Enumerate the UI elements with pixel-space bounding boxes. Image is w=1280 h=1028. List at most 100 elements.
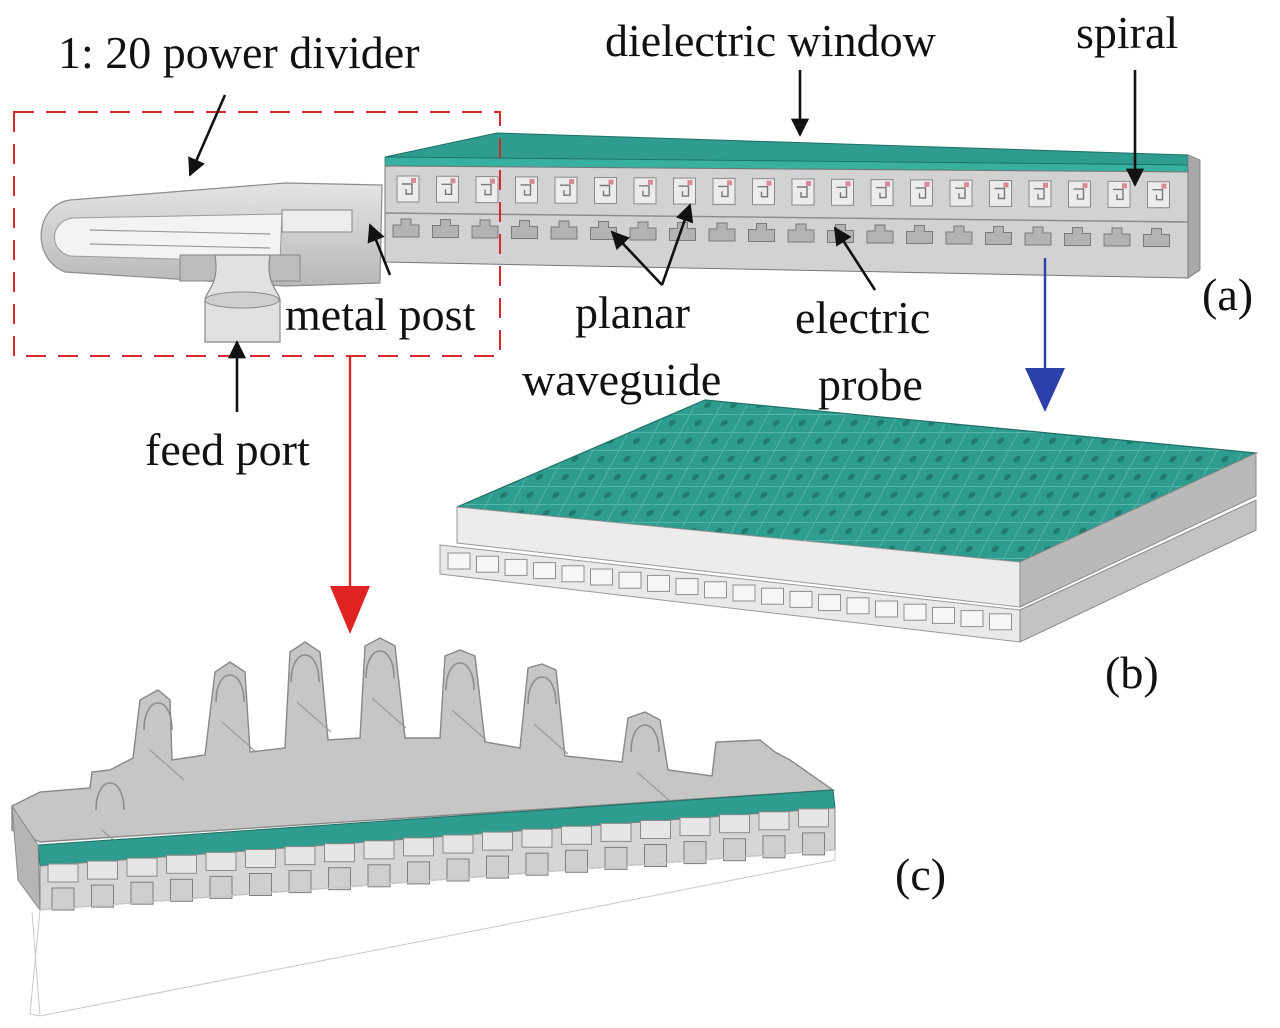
probe-element bbox=[392, 218, 420, 238]
detail-cell bbox=[640, 820, 671, 839]
branch-loop bbox=[445, 662, 475, 691]
spiral-feed-dot bbox=[608, 179, 614, 185]
detail-cell-lower bbox=[367, 864, 391, 888]
power-divider bbox=[40, 182, 383, 287]
detail-cell-lower bbox=[209, 875, 233, 899]
spiral-trace bbox=[1113, 188, 1124, 201]
label-spiral: spiral bbox=[1076, 7, 1178, 58]
probe-element bbox=[511, 220, 538, 239]
waveguide-port bbox=[960, 610, 984, 628]
array-body-front bbox=[384, 165, 1189, 279]
detail-cell bbox=[758, 811, 790, 831]
probe-element bbox=[1143, 228, 1170, 247]
spiral-trace bbox=[599, 184, 611, 197]
spiral-trace bbox=[955, 187, 966, 199]
branch-loop bbox=[630, 724, 660, 753]
detail-cell-lower bbox=[407, 861, 430, 885]
detail-cell-lower bbox=[644, 844, 667, 867]
detail-cell-lower bbox=[486, 855, 509, 879]
detail-cell-lower bbox=[446, 858, 470, 882]
branch-edge bbox=[221, 721, 257, 753]
waveguide-port bbox=[504, 558, 528, 576]
branch-edge bbox=[371, 697, 407, 729]
probe-element bbox=[629, 221, 657, 241]
waveguide-port bbox=[590, 568, 613, 586]
probe-element bbox=[432, 219, 459, 238]
label-dielectric-window: dielectric window bbox=[605, 15, 937, 66]
spiral-feed-dot bbox=[845, 181, 851, 187]
probe-element bbox=[590, 221, 617, 240]
detail-cell bbox=[363, 840, 395, 860]
probe-element bbox=[1064, 227, 1091, 246]
spiral-feed-dot bbox=[1003, 182, 1009, 188]
detail-cell-lower bbox=[170, 878, 193, 902]
waveguide-port bbox=[989, 613, 1012, 631]
spiral-feed-dot bbox=[885, 181, 890, 187]
waveguide-port bbox=[732, 584, 756, 602]
detail-cell bbox=[47, 863, 79, 883]
branch-edge bbox=[533, 723, 569, 755]
detail-cell bbox=[600, 822, 632, 842]
detail-cell bbox=[482, 831, 513, 851]
waveguide-port bbox=[618, 571, 642, 589]
waveguide-port bbox=[789, 590, 813, 608]
detail-cell-lower bbox=[762, 835, 786, 859]
detail-cell bbox=[245, 849, 276, 868]
spiral-feed-dot bbox=[727, 180, 732, 186]
label-planar: planar bbox=[575, 287, 690, 338]
detail-cell-lower bbox=[249, 873, 272, 896]
spiral-feed-dot bbox=[687, 180, 693, 186]
waveguide-port bbox=[561, 565, 585, 583]
detail-cell bbox=[87, 860, 118, 880]
detail-cell bbox=[679, 817, 711, 837]
detail-cell bbox=[324, 843, 355, 863]
label-panel-a: (a) bbox=[1202, 269, 1253, 320]
spiral-trace bbox=[757, 186, 769, 198]
probe-element bbox=[1024, 226, 1052, 246]
branch-edge bbox=[451, 709, 487, 741]
waveguide-port bbox=[875, 600, 898, 618]
spiral-trace bbox=[481, 183, 492, 196]
divider-detail-c bbox=[11, 637, 836, 1017]
spiral-trace bbox=[994, 187, 1006, 200]
leader-arrows bbox=[188, 70, 1145, 634]
spiral-feed-dot bbox=[766, 180, 772, 186]
probe-element bbox=[550, 220, 578, 240]
spiral-trace bbox=[836, 186, 848, 198]
spiral-feed-dot bbox=[964, 182, 969, 188]
spiral-feed-dot bbox=[411, 178, 416, 183]
probe-element bbox=[945, 225, 973, 245]
divider-branches bbox=[95, 650, 672, 861]
spiral-trace bbox=[718, 185, 729, 198]
waveguide-port bbox=[704, 581, 727, 599]
branch-edge bbox=[149, 749, 185, 781]
arrow-metal-post bbox=[367, 223, 392, 276]
detail-cell bbox=[561, 825, 592, 845]
detail-cell-lower bbox=[288, 870, 312, 894]
spiral-elements-row bbox=[396, 175, 1170, 209]
detail-cell-lower bbox=[565, 849, 588, 873]
label-metal-post: metal post bbox=[285, 289, 476, 340]
waveguide-port bbox=[533, 562, 556, 580]
spiral-trace bbox=[876, 186, 887, 199]
label-probe: probe bbox=[818, 359, 923, 410]
detail-cell-lower bbox=[328, 867, 351, 891]
spiral-feed-dot bbox=[529, 178, 535, 184]
waveguide-port bbox=[675, 578, 699, 596]
detail-element-cells bbox=[47, 808, 829, 911]
detail-cell bbox=[442, 834, 474, 854]
branch-loop bbox=[95, 782, 125, 811]
branch-edge bbox=[636, 771, 672, 803]
probe-element bbox=[1103, 227, 1131, 247]
spiral-feed-dot bbox=[1082, 183, 1088, 189]
label-power-divider: 1: 20 power divider bbox=[58, 27, 420, 78]
spiral-trace bbox=[1152, 189, 1164, 201]
arrow-to-c-head bbox=[330, 586, 370, 634]
detail-cell-lower bbox=[683, 841, 707, 865]
branch-loop bbox=[365, 650, 395, 679]
detail-cell-lower bbox=[802, 832, 825, 856]
detail-cell bbox=[205, 851, 237, 871]
label-feed-port: feed port bbox=[145, 424, 310, 475]
